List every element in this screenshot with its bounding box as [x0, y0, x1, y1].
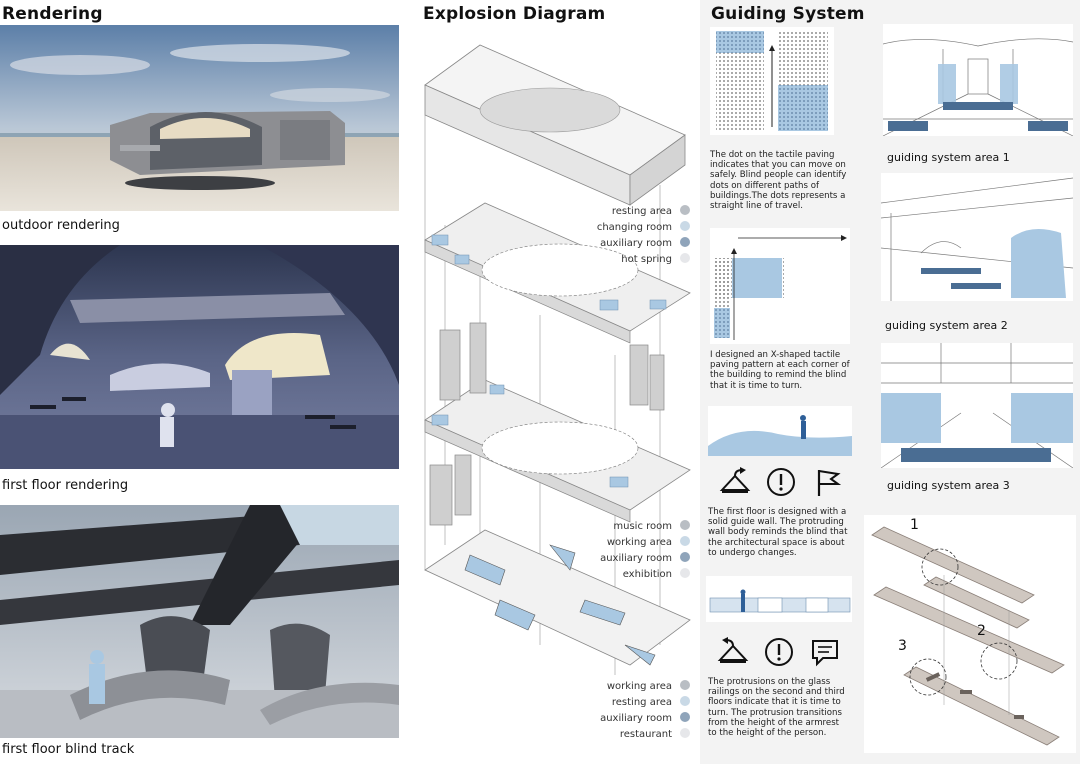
- legend-item: auxiliary room: [600, 551, 690, 567]
- legend-dot: [680, 680, 690, 690]
- legend-item: working area: [600, 679, 690, 695]
- first-floor-rendering-image: [0, 245, 399, 469]
- icon-row-2: [710, 632, 848, 672]
- rendering-title: Rendering: [2, 4, 103, 24]
- legend-item: changing room: [597, 220, 690, 236]
- legend-item: auxiliary room: [600, 711, 690, 727]
- legend-dot: [680, 536, 690, 546]
- legend-dot: [680, 520, 690, 530]
- legend-item: hot spring: [597, 252, 690, 268]
- speech-icon: [802, 632, 848, 672]
- glass-railing-diagram: [706, 576, 852, 622]
- legend-dot: [680, 728, 690, 738]
- first-floor-rendering-caption: first floor rendering: [2, 478, 129, 493]
- legend-item: auxiliary room: [597, 236, 690, 252]
- diagram-label-3: 3: [898, 638, 907, 654]
- legend-dot: [680, 205, 690, 215]
- railing-axonometric-diagram: 1 2 3: [864, 515, 1076, 753]
- guiding-area-2-image: [880, 173, 1074, 301]
- legend-item: exhibition: [600, 567, 690, 583]
- legend-item: restaurant: [600, 727, 690, 743]
- warning-icon: [756, 632, 802, 672]
- guiding-area-1-image: [882, 24, 1074, 137]
- legend-dot: [680, 237, 690, 247]
- tactile-corner-diagram: [710, 228, 850, 344]
- guide-wall-diagram: [708, 406, 852, 456]
- legend-bottom: working area resting area auxiliary room…: [600, 679, 690, 743]
- first-floor-blind-track-caption: first floor blind track: [2, 742, 135, 757]
- guiding-text-1: The dot on the tactile paving indicates …: [710, 150, 847, 212]
- guiding-text-2: I designed an X-shaped tactile paving pa…: [710, 350, 850, 391]
- guiding-area-2-caption: guiding system area 2: [885, 319, 1008, 332]
- guiding-area-3-image: [880, 343, 1074, 469]
- legend-dot: [680, 696, 690, 706]
- guiding-text-3: The first floor is designed with a solid…: [708, 507, 848, 558]
- legend-dot: [680, 253, 690, 263]
- outdoor-rendering-caption: outdoor rendering: [2, 218, 120, 233]
- outdoor-rendering-image: [0, 25, 399, 211]
- tactile-straight-diagram: [710, 27, 834, 135]
- warning-icon: [758, 462, 804, 502]
- legend-dot: [680, 552, 690, 562]
- guiding-system-title: Guiding System: [711, 4, 865, 24]
- diagram-label-1: 1: [910, 517, 919, 533]
- explosion-diagram-drawing: [424, 44, 691, 675]
- guiding-area-1-caption: guiding system area 1: [887, 151, 1010, 164]
- legend-item: resting area: [600, 695, 690, 711]
- turn-arrow-hanger-icon: [712, 462, 758, 502]
- legend-item: working area: [600, 535, 690, 551]
- flag-icon: [804, 462, 850, 502]
- diagram-label-2: 2: [977, 623, 986, 639]
- icon-row-1: [712, 462, 850, 502]
- legend-dot: [680, 221, 690, 231]
- guiding-area-3-caption: guiding system area 3: [887, 479, 1010, 492]
- guiding-text-4: The protrusions on the glass railings on…: [708, 677, 845, 739]
- legend-mid: music room working area auxiliary room e…: [600, 519, 690, 583]
- legend-dot: [680, 568, 690, 578]
- legend-dot: [680, 712, 690, 722]
- explosion-diagram-title: Explosion Diagram: [423, 4, 606, 24]
- first-floor-blind-track-image: [0, 505, 399, 738]
- turn-arrow-hanger-icon: [710, 632, 756, 672]
- legend-item: music room: [600, 519, 690, 535]
- legend-top: resting area changing room auxiliary roo…: [597, 204, 690, 268]
- legend-item: resting area: [597, 204, 690, 220]
